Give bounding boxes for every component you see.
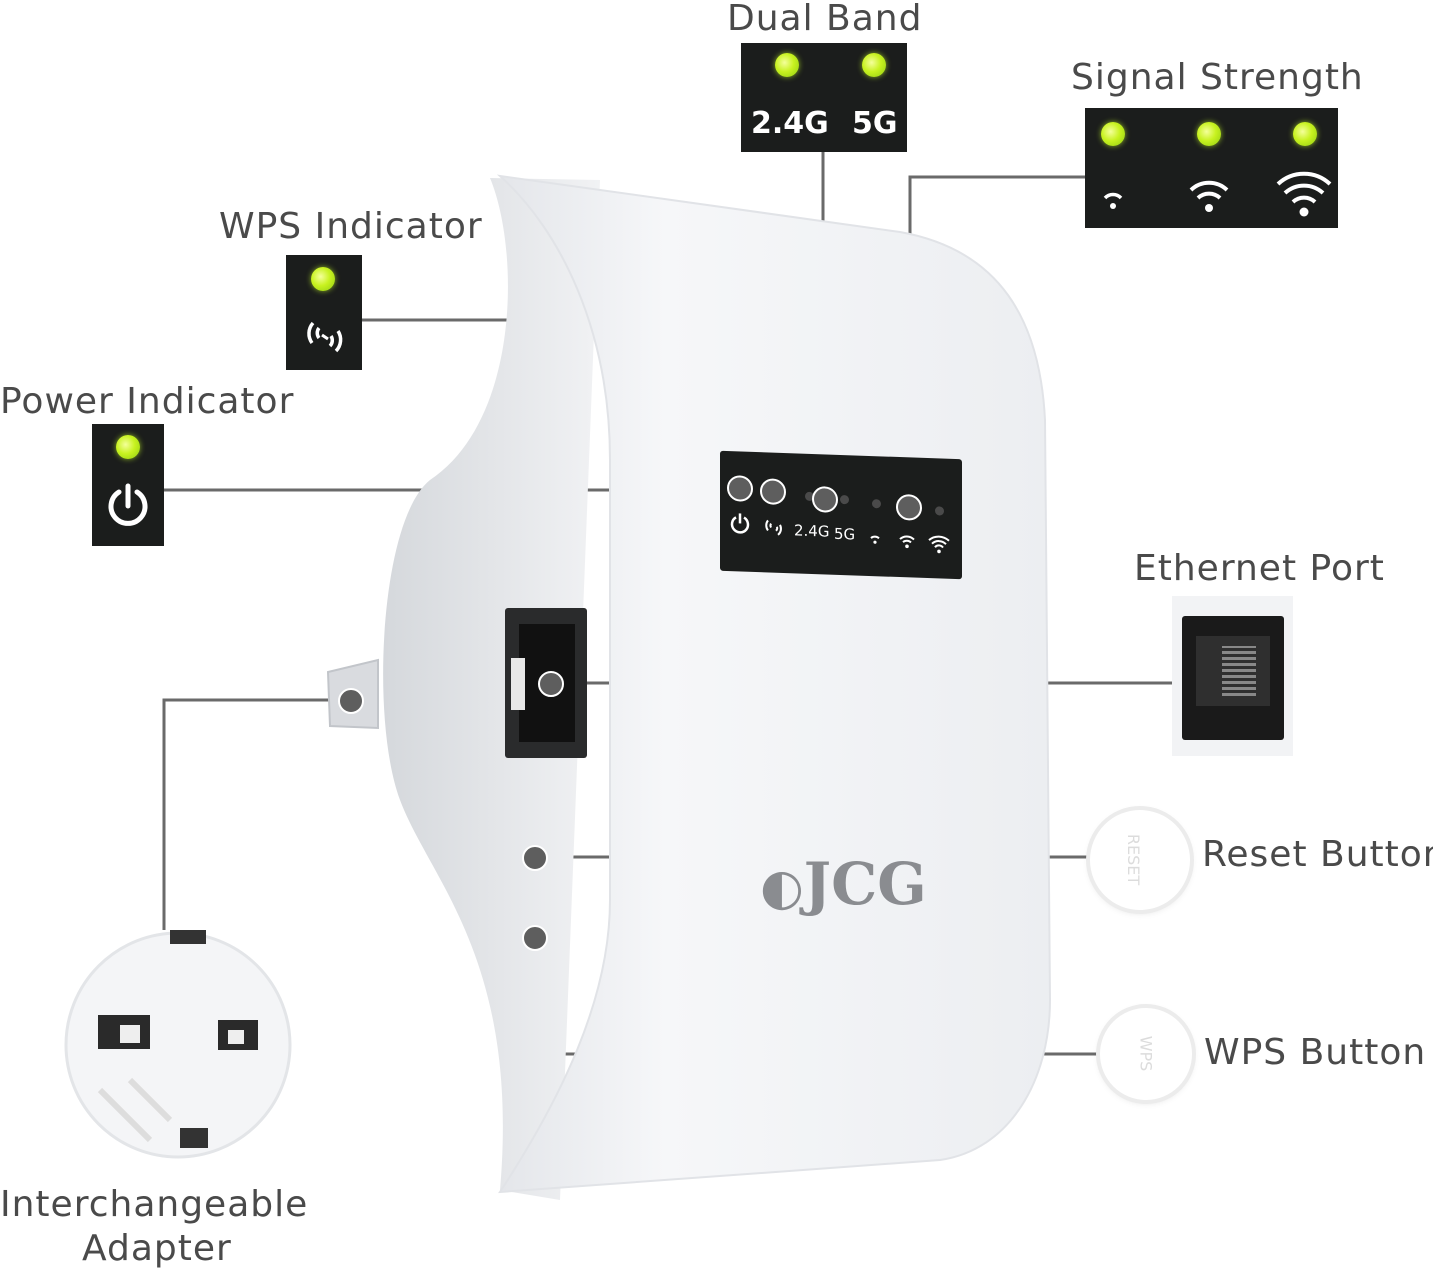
power-icon [108, 483, 148, 526]
reset-button-mark: RESET [1124, 833, 1144, 886]
device-ethernet-dot [538, 671, 564, 697]
signal-mid-led [1197, 122, 1221, 146]
adapter-closeup [64, 930, 292, 1159]
device-5g-led [840, 494, 849, 505]
power-indicator-label: Power Indicator [0, 381, 295, 422]
device-led-panel: 2.4G 5G [720, 450, 962, 580]
reset-button-closeup: RESET [1090, 810, 1190, 910]
device-wifi-low-icon [870, 535, 880, 544]
dual-band-panel: 2.4G 5G [741, 43, 907, 152]
device-reset-hole [522, 845, 548, 871]
device-signal-low-led [872, 499, 881, 509]
device-ethernet-port [505, 608, 587, 758]
wps-led [311, 267, 335, 291]
power-indicator-panel [92, 424, 164, 546]
signal-strength-panel [1085, 108, 1338, 228]
device-band1-label: 2.4G [794, 521, 830, 541]
adapter-label-line1: Interchangeable [0, 1184, 309, 1225]
wps-button-mark: WPS [1136, 1035, 1156, 1072]
band-24g-label: 2.4G [751, 106, 829, 141]
signal-high-led [1293, 122, 1317, 146]
device-signal-led [896, 493, 922, 521]
signal-low-led [1101, 122, 1125, 146]
reset-button-label: Reset Button [1202, 834, 1433, 875]
brand-logo-mark: ◐ [760, 857, 804, 916]
device-wps-hole [522, 925, 548, 951]
device-band-led [812, 485, 838, 513]
ethernet-port-label: Ethernet Port [1134, 548, 1385, 589]
device-power-led [727, 475, 753, 502]
wps-button-label: WPS Button [1204, 1032, 1427, 1073]
device-wps-led [760, 478, 786, 506]
wifi-low-icon [1103, 192, 1123, 209]
wps-indicator-panel [286, 255, 362, 370]
ethernet-port-closeup [1172, 596, 1293, 756]
device-signal-high-led [935, 506, 944, 516]
band-5g-led [862, 53, 886, 77]
band-5g-label: 5G [852, 106, 898, 141]
wps-button-closeup: WPS [1100, 1008, 1192, 1100]
wps-icon [307, 321, 343, 353]
device-power-icon [730, 513, 750, 534]
dual-band-label: Dual Band [727, 0, 923, 39]
band-24g-led [775, 53, 799, 77]
device-wps-icon [765, 519, 782, 536]
adapter-label-line2: Adapter [82, 1228, 232, 1269]
device-wifi-mid-icon [899, 535, 915, 549]
signal-strength-label: Signal Strength [1071, 57, 1364, 98]
device-band2-label: 5G [834, 524, 856, 544]
brand-logo-text: JCG [803, 850, 927, 918]
wps-indicator-label: WPS Indicator [219, 206, 483, 247]
device-plug-dot [338, 688, 364, 714]
leader-adapter [162, 698, 350, 930]
wifi-mid-icon [1189, 180, 1229, 212]
wifi-high-icon [1276, 171, 1332, 217]
brand-logo: ◐JCG [760, 850, 927, 918]
device-wifi-high-icon [928, 535, 950, 554]
power-led [116, 435, 140, 459]
